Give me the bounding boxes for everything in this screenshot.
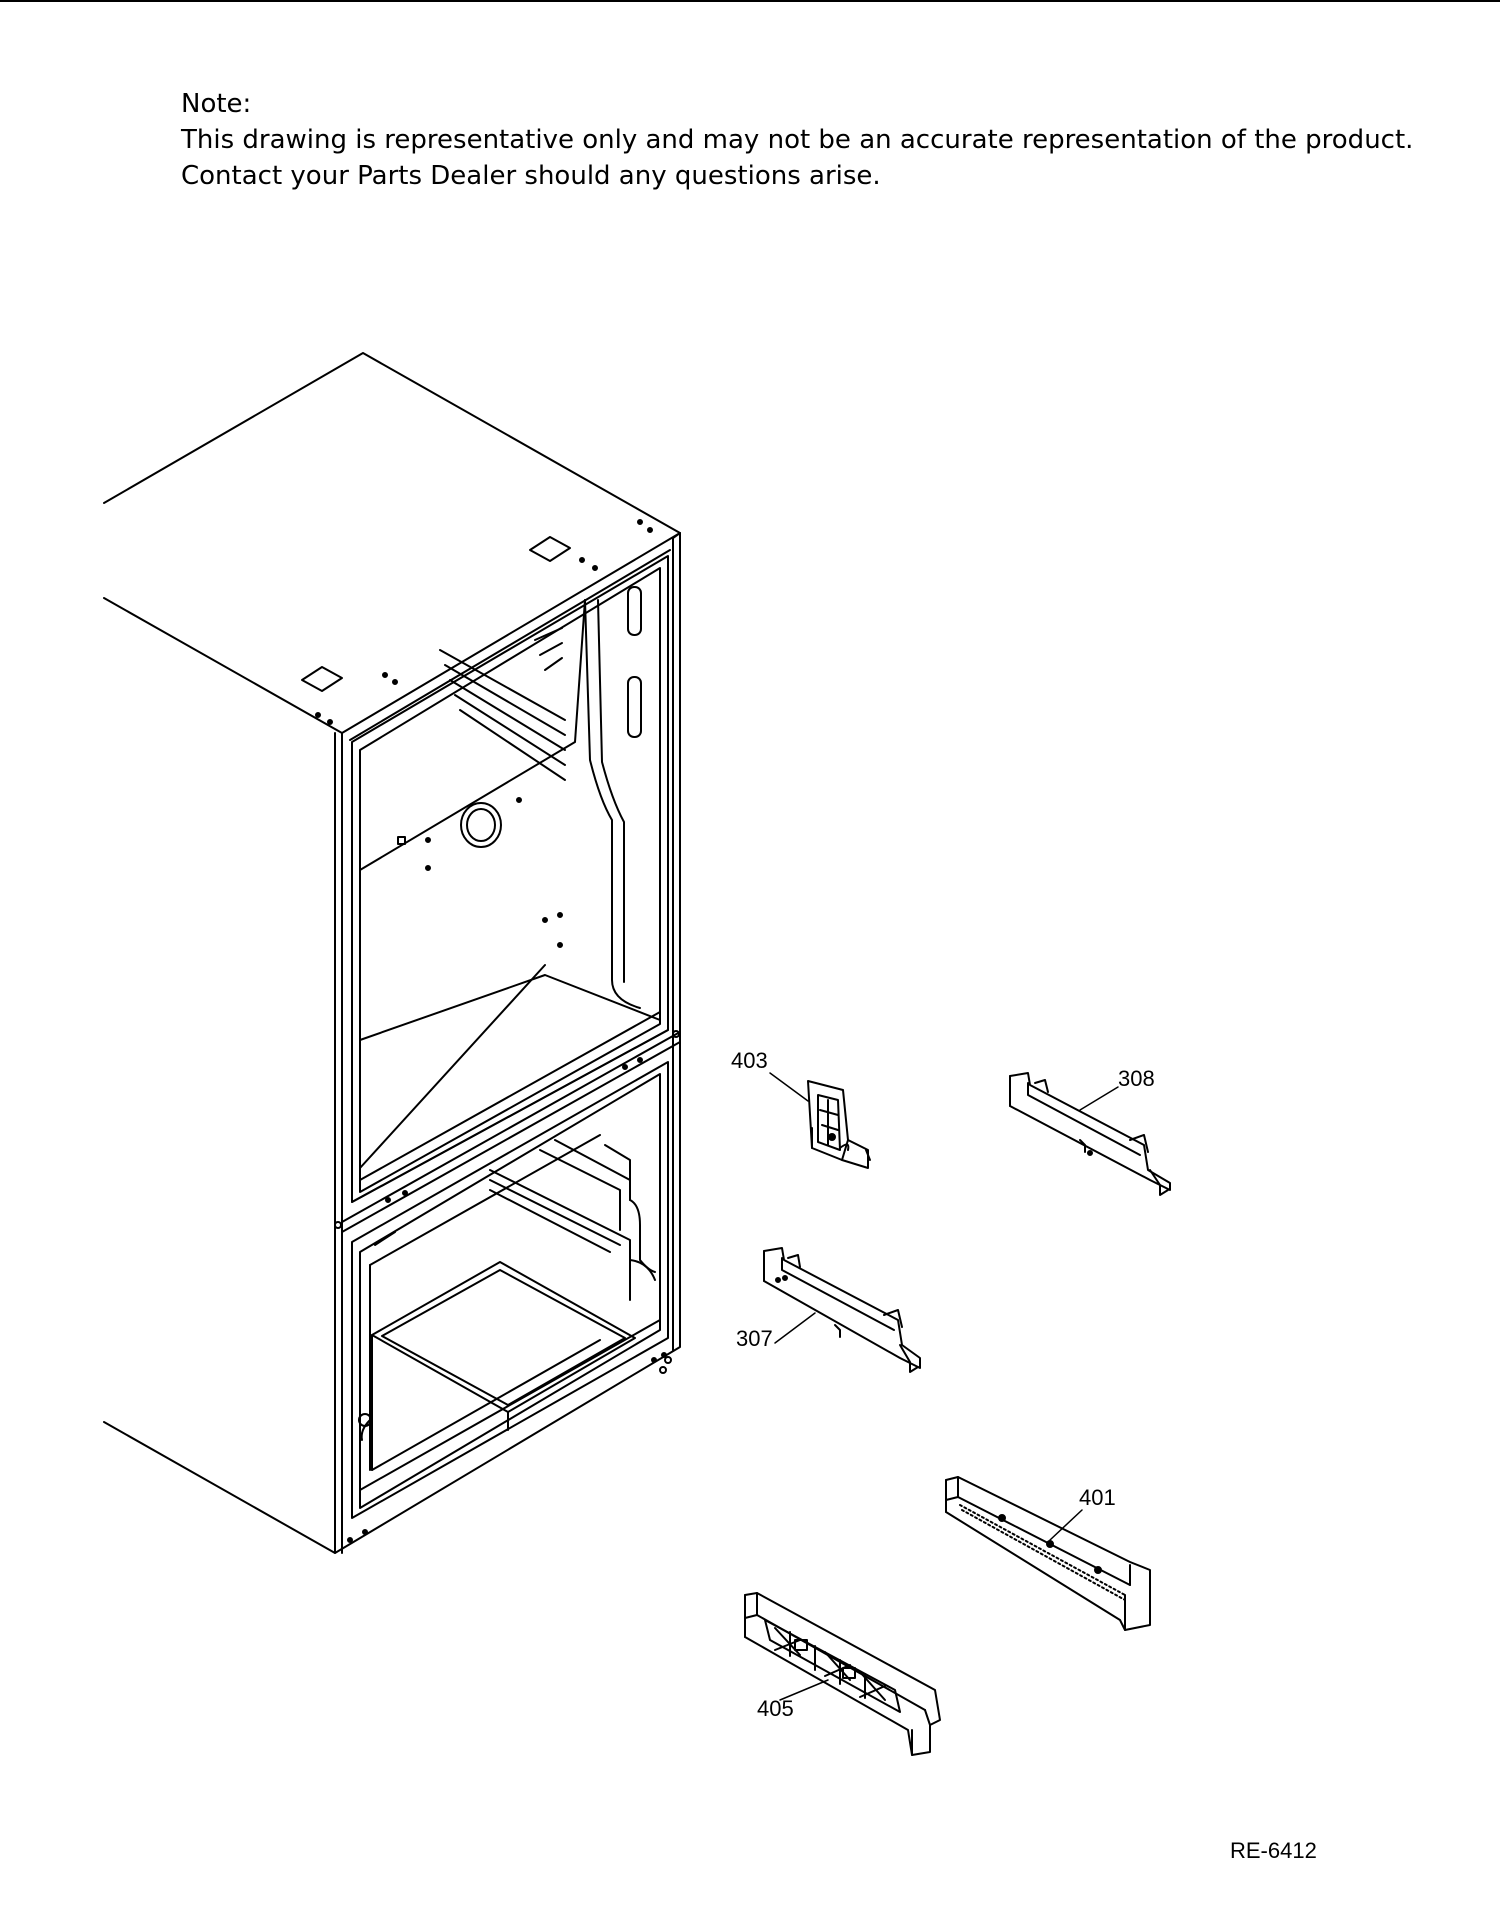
part-307-rail [763,1247,921,1373]
part-401-trim [945,1476,1151,1631]
part-405-trim [744,1592,941,1756]
note-line-2: Contact your Parts Dealer should any que… [181,161,881,191]
callout-405: 405 [757,1696,794,1721]
leader-307 [774,1312,816,1344]
leader-308 [1079,1086,1119,1111]
note-line-1: This drawing is representative only and … [181,125,1414,155]
leader-401 [1049,1509,1083,1541]
leader-405 [779,1679,829,1701]
callout-401: 401 [1079,1485,1116,1510]
callout-308: 308 [1118,1066,1155,1091]
disclaimer-note: Note: This drawing is representative onl… [181,86,1413,194]
part-308-rail [1009,1072,1171,1196]
note-heading: Note: [181,89,252,119]
drawing-reference-code: RE-6412 [1230,1838,1317,1863]
callout-307: 307 [736,1326,773,1351]
part-403-bracket [807,1080,871,1169]
leader-403 [769,1072,809,1102]
callout-403: 403 [731,1048,768,1073]
refrigerator-cabinet [103,352,681,1554]
top-border-rule [0,0,1500,2]
